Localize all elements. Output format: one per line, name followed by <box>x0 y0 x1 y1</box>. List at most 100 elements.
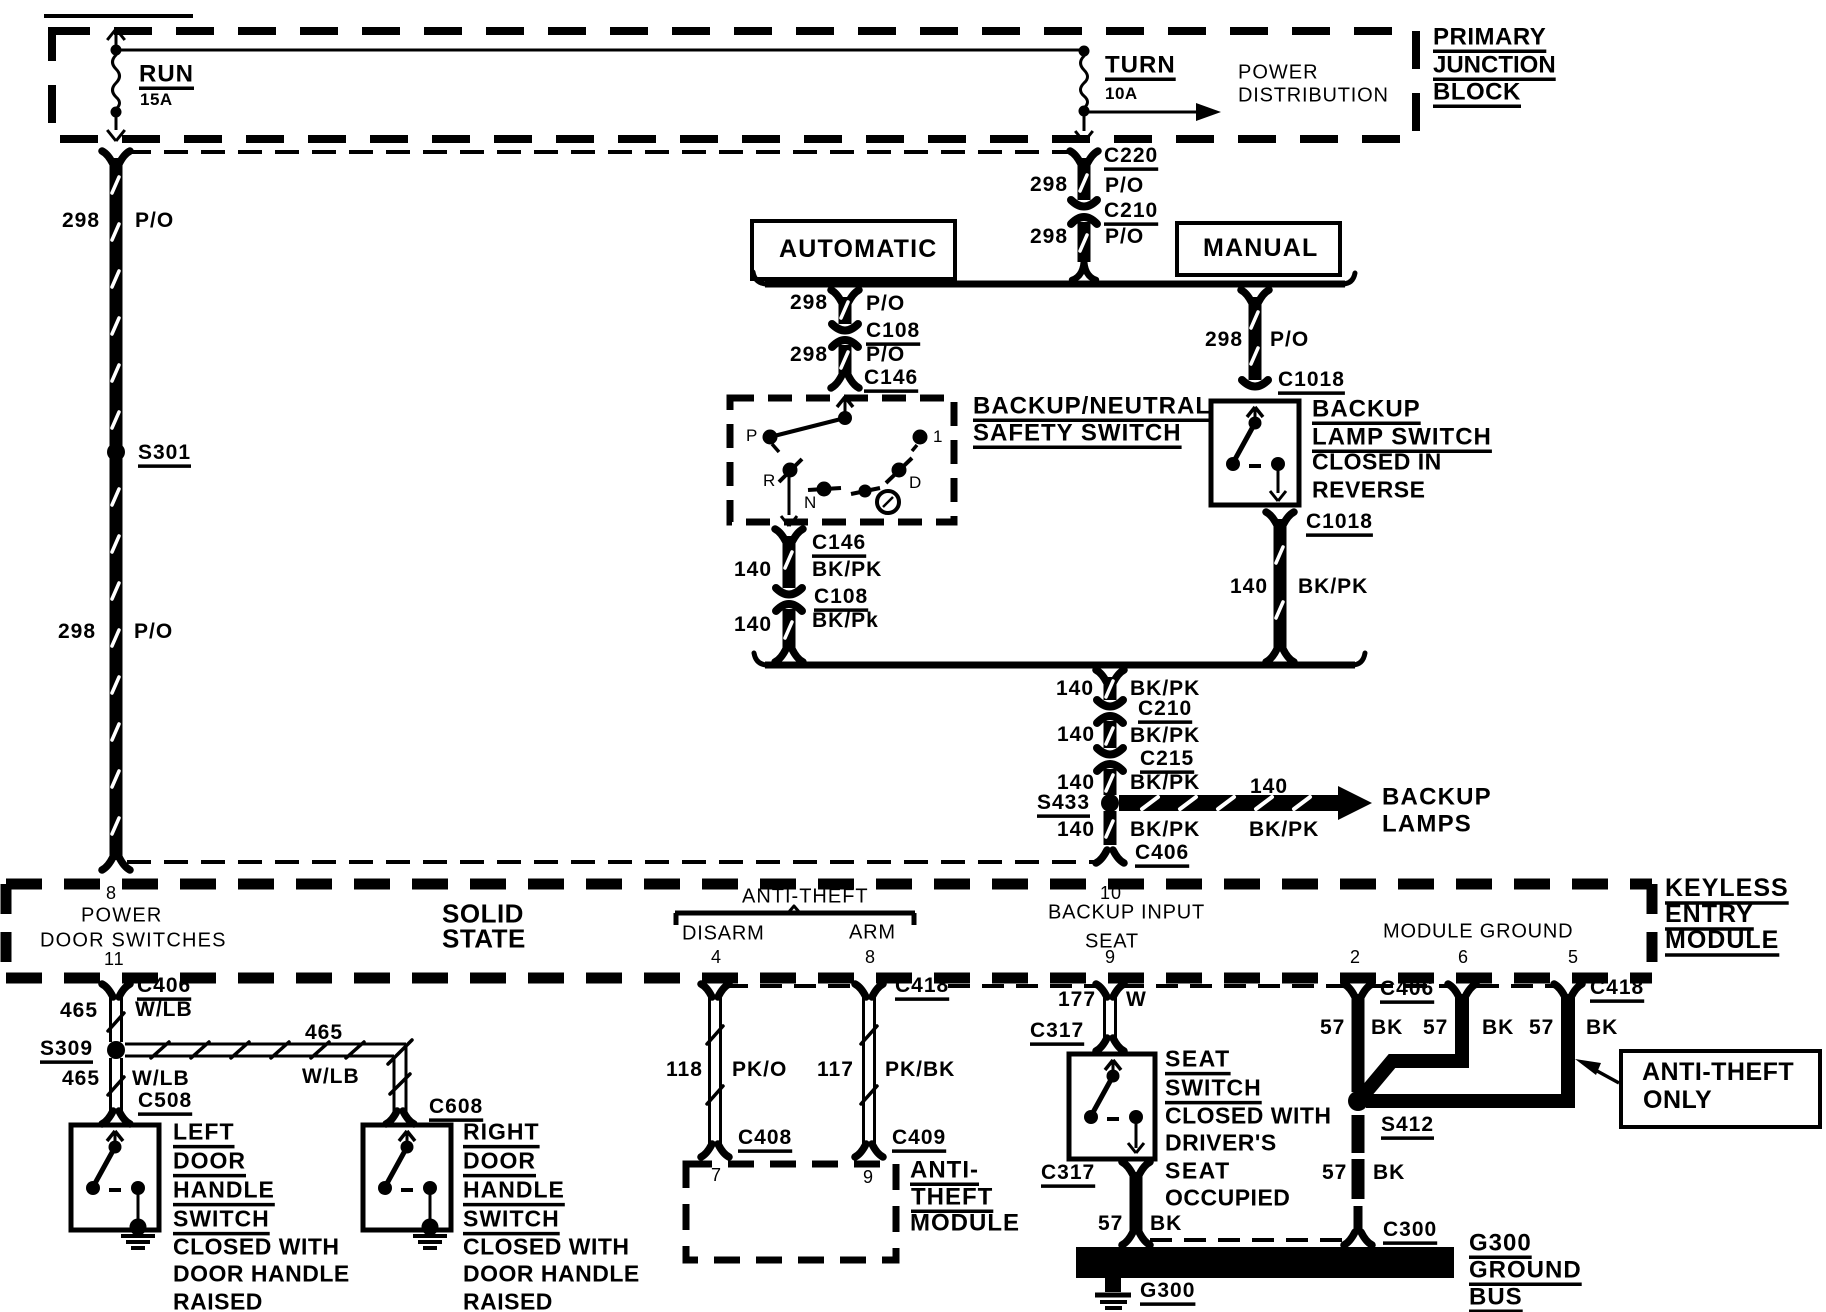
svg-text:BK: BK <box>1373 1161 1405 1184</box>
svg-text:5: 5 <box>1568 947 1579 967</box>
svg-text:465: 465 <box>305 1021 343 1044</box>
svg-text:PK/BK: PK/BK <box>885 1058 955 1081</box>
svg-text:9: 9 <box>1105 947 1116 967</box>
svg-text:LEFT: LEFT <box>173 1119 235 1145</box>
svg-text:W/LB: W/LB <box>302 1065 360 1088</box>
svg-text:BK: BK <box>1586 1016 1618 1039</box>
svg-text:C608: C608 <box>429 1095 483 1118</box>
svg-text:W/LB: W/LB <box>135 998 193 1021</box>
svg-text:DOOR HANDLE: DOOR HANDLE <box>463 1261 640 1287</box>
svg-text:8: 8 <box>865 947 876 967</box>
svg-text:BK/PK: BK/PK <box>1249 818 1319 841</box>
svg-text:C215: C215 <box>1140 747 1194 770</box>
svg-text:G300: G300 <box>1469 1229 1532 1256</box>
svg-text:RAISED: RAISED <box>173 1289 263 1312</box>
svg-text:HANDLE: HANDLE <box>463 1177 565 1203</box>
svg-text:S301: S301 <box>138 441 191 464</box>
svg-text:298: 298 <box>58 620 96 643</box>
svg-text:SEAT: SEAT <box>1085 930 1139 952</box>
svg-text:BK/PK: BK/PK <box>1298 575 1368 598</box>
svg-text:G300: G300 <box>1140 1279 1195 1302</box>
svg-text:57: 57 <box>1322 1161 1347 1184</box>
svg-text:CLOSED WITH: CLOSED WITH <box>1165 1103 1332 1129</box>
svg-text:BK/PK: BK/PK <box>1130 724 1200 747</box>
svg-text:MODULE: MODULE <box>1665 926 1779 954</box>
svg-text:ANTI-THEFT: ANTI-THEFT <box>742 885 869 907</box>
svg-text:LAMPS: LAMPS <box>1382 810 1472 837</box>
svg-text:KEYLESS: KEYLESS <box>1665 874 1789 902</box>
svg-text:C317: C317 <box>1041 1161 1095 1184</box>
svg-text:OCCUPIED: OCCUPIED <box>1165 1185 1290 1211</box>
svg-text:PK/O: PK/O <box>732 1058 787 1081</box>
svg-text:BACKUP/NEUTRAL: BACKUP/NEUTRAL <box>973 392 1211 419</box>
svg-text:140: 140 <box>1057 771 1095 794</box>
svg-text:S433: S433 <box>1037 791 1090 814</box>
svg-text:P/O: P/O <box>1270 328 1309 351</box>
svg-text:ONLY: ONLY <box>1643 1086 1712 1114</box>
svg-text:POWER: POWER <box>1238 61 1319 83</box>
svg-text:140: 140 <box>734 558 772 581</box>
svg-text:CLOSED WITH: CLOSED WITH <box>173 1234 340 1260</box>
svg-text:HANDLE: HANDLE <box>173 1177 275 1203</box>
svg-text:THEFT: THEFT <box>911 1183 993 1210</box>
svg-text:117: 117 <box>817 1058 854 1081</box>
svg-text:BUS: BUS <box>1469 1283 1523 1310</box>
svg-text:R: R <box>763 471 776 490</box>
svg-text:SAFETY SWITCH: SAFETY SWITCH <box>973 419 1182 446</box>
svg-text:DISARM: DISARM <box>682 922 765 944</box>
svg-text:C300: C300 <box>1383 1218 1437 1241</box>
svg-text:298: 298 <box>1030 173 1068 196</box>
svg-text:AUTOMATIC: AUTOMATIC <box>779 235 937 263</box>
svg-text:PRIMARY: PRIMARY <box>1433 23 1546 50</box>
svg-text:SWITCH: SWITCH <box>1165 1075 1262 1101</box>
svg-text:298: 298 <box>790 291 828 314</box>
svg-text:P/O: P/O <box>134 620 173 643</box>
svg-text:C108: C108 <box>866 319 920 342</box>
svg-text:C418: C418 <box>1590 976 1644 999</box>
svg-text:JUNCTION: JUNCTION <box>1433 51 1556 78</box>
svg-text:140: 140 <box>1250 775 1288 798</box>
svg-text:MANUAL: MANUAL <box>1203 234 1319 262</box>
svg-text:10: 10 <box>1100 883 1122 903</box>
svg-text:ARM: ARM <box>849 921 896 943</box>
svg-text:465: 465 <box>62 1067 100 1090</box>
svg-text:140: 140 <box>1230 575 1268 598</box>
svg-text:BK/Pk: BK/Pk <box>812 609 879 632</box>
svg-text:LAMP SWITCH: LAMP SWITCH <box>1312 423 1492 450</box>
svg-text:C317: C317 <box>1030 1019 1084 1042</box>
svg-text:118: 118 <box>666 1058 703 1081</box>
svg-text:140: 140 <box>1057 723 1095 746</box>
svg-text:S412: S412 <box>1381 1113 1434 1136</box>
svg-text:C409: C409 <box>892 1126 946 1149</box>
svg-text:RUN: RUN <box>139 60 194 87</box>
svg-text:2: 2 <box>1350 947 1361 967</box>
svg-text:P: P <box>746 426 758 445</box>
svg-text:BACKUP: BACKUP <box>1382 783 1492 810</box>
svg-text:C508: C508 <box>138 1089 192 1112</box>
svg-text:298: 298 <box>62 209 100 232</box>
svg-text:ANTI-THEFT: ANTI-THEFT <box>1642 1058 1794 1086</box>
svg-text:11: 11 <box>104 949 125 969</box>
svg-text:C210: C210 <box>1104 199 1158 222</box>
svg-text:D: D <box>909 473 922 492</box>
svg-text:MODULE: MODULE <box>910 1209 1020 1236</box>
svg-text:C108: C108 <box>814 585 868 608</box>
svg-text:S309: S309 <box>40 1037 93 1060</box>
svg-text:SOLID: SOLID <box>442 899 524 929</box>
svg-text:C210: C210 <box>1138 697 1192 720</box>
svg-text:C406: C406 <box>137 974 191 997</box>
svg-text:MODULE GROUND: MODULE GROUND <box>1383 920 1573 942</box>
svg-text:C408: C408 <box>738 1126 792 1149</box>
svg-text:DISTRIBUTION: DISTRIBUTION <box>1238 84 1389 106</box>
svg-text:177: 177 <box>1058 988 1096 1011</box>
svg-text:C418: C418 <box>895 974 949 997</box>
svg-text:BACKUP INPUT: BACKUP INPUT <box>1048 901 1205 923</box>
svg-text:57: 57 <box>1320 1016 1345 1039</box>
svg-text:P/O: P/O <box>866 343 905 366</box>
svg-text:ANTI-: ANTI- <box>910 1156 979 1183</box>
svg-text:BK: BK <box>1150 1212 1182 1235</box>
svg-text:298: 298 <box>790 343 828 366</box>
svg-text:6: 6 <box>1458 947 1469 967</box>
svg-text:140: 140 <box>734 613 772 636</box>
svg-text:W/LB: W/LB <box>132 1067 190 1090</box>
